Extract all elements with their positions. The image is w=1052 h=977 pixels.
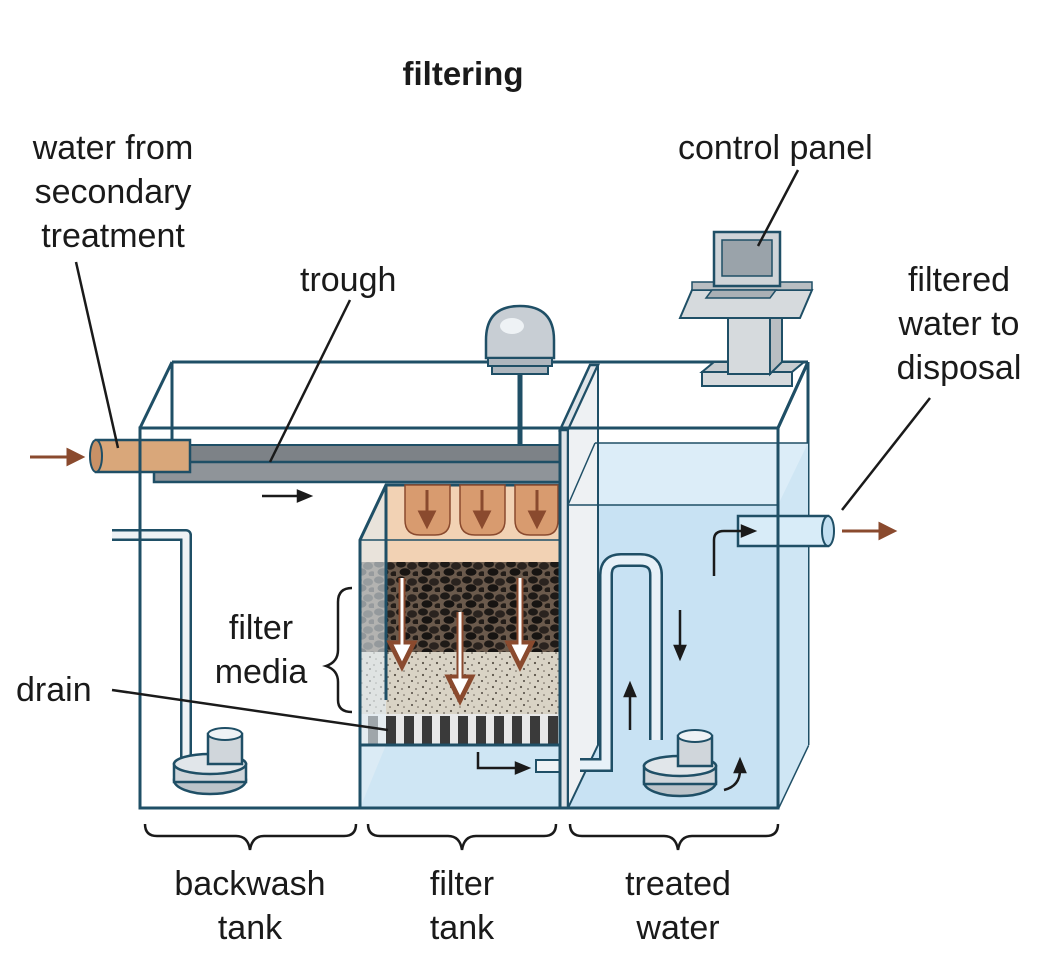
label-trough: trough	[300, 261, 397, 299]
dome-sensor	[484, 304, 556, 445]
partition-wall	[558, 363, 600, 810]
trough-flow-arrow	[262, 489, 314, 503]
label-line: disposal	[896, 349, 1022, 387]
label-filter-media: filter media	[196, 606, 326, 694]
outlet-flow-arrow	[842, 521, 898, 541]
media-flow-arrows	[386, 578, 536, 706]
label-line: treated	[625, 865, 731, 903]
backwash-pump	[172, 727, 248, 796]
bottom-braces	[143, 823, 780, 851]
label-line: tank	[217, 909, 283, 947]
treated-pump	[642, 729, 718, 798]
trough-flow-arrows	[417, 490, 547, 530]
label-line: water from	[32, 129, 194, 167]
label-filter-tank: filter tank	[380, 862, 544, 950]
label-line: treatment	[41, 217, 185, 255]
label-line: filter	[429, 865, 495, 903]
label-treated-water: treated water	[588, 862, 768, 950]
leader-lines	[74, 169, 931, 732]
backwash-pump-pipe	[112, 529, 192, 770]
treated-pipe	[580, 553, 663, 772]
label-line: water to	[898, 305, 1020, 343]
trough	[151, 444, 562, 484]
label-line: tank	[429, 909, 495, 947]
drain-outlet-pipe	[535, 759, 561, 773]
label-line: filtered	[907, 261, 1011, 299]
label-line: secondary	[34, 173, 192, 211]
diagram-title: filtering	[402, 55, 524, 92]
control-panel	[678, 230, 814, 387]
label-backwash-tank: backwash tank	[150, 862, 350, 950]
tank-front-frame	[138, 361, 810, 810]
treated-flow-arrows	[623, 524, 758, 792]
label-filtered-water-to-disposal: filtered water to disposal	[866, 258, 1052, 390]
drain-flow-arrow	[476, 752, 532, 775]
label-control-panel: control panel	[678, 129, 873, 167]
label-line: media	[214, 653, 308, 691]
inlet-flow-arrow	[30, 447, 86, 467]
label-drain: drain	[16, 671, 92, 709]
label-water-from-secondary-treatment: water from secondary treatment	[0, 126, 226, 258]
inlet-pipe	[89, 438, 192, 474]
label-line: backwash	[174, 865, 326, 903]
label-line: water	[636, 909, 720, 947]
label-line: filter	[228, 609, 294, 647]
